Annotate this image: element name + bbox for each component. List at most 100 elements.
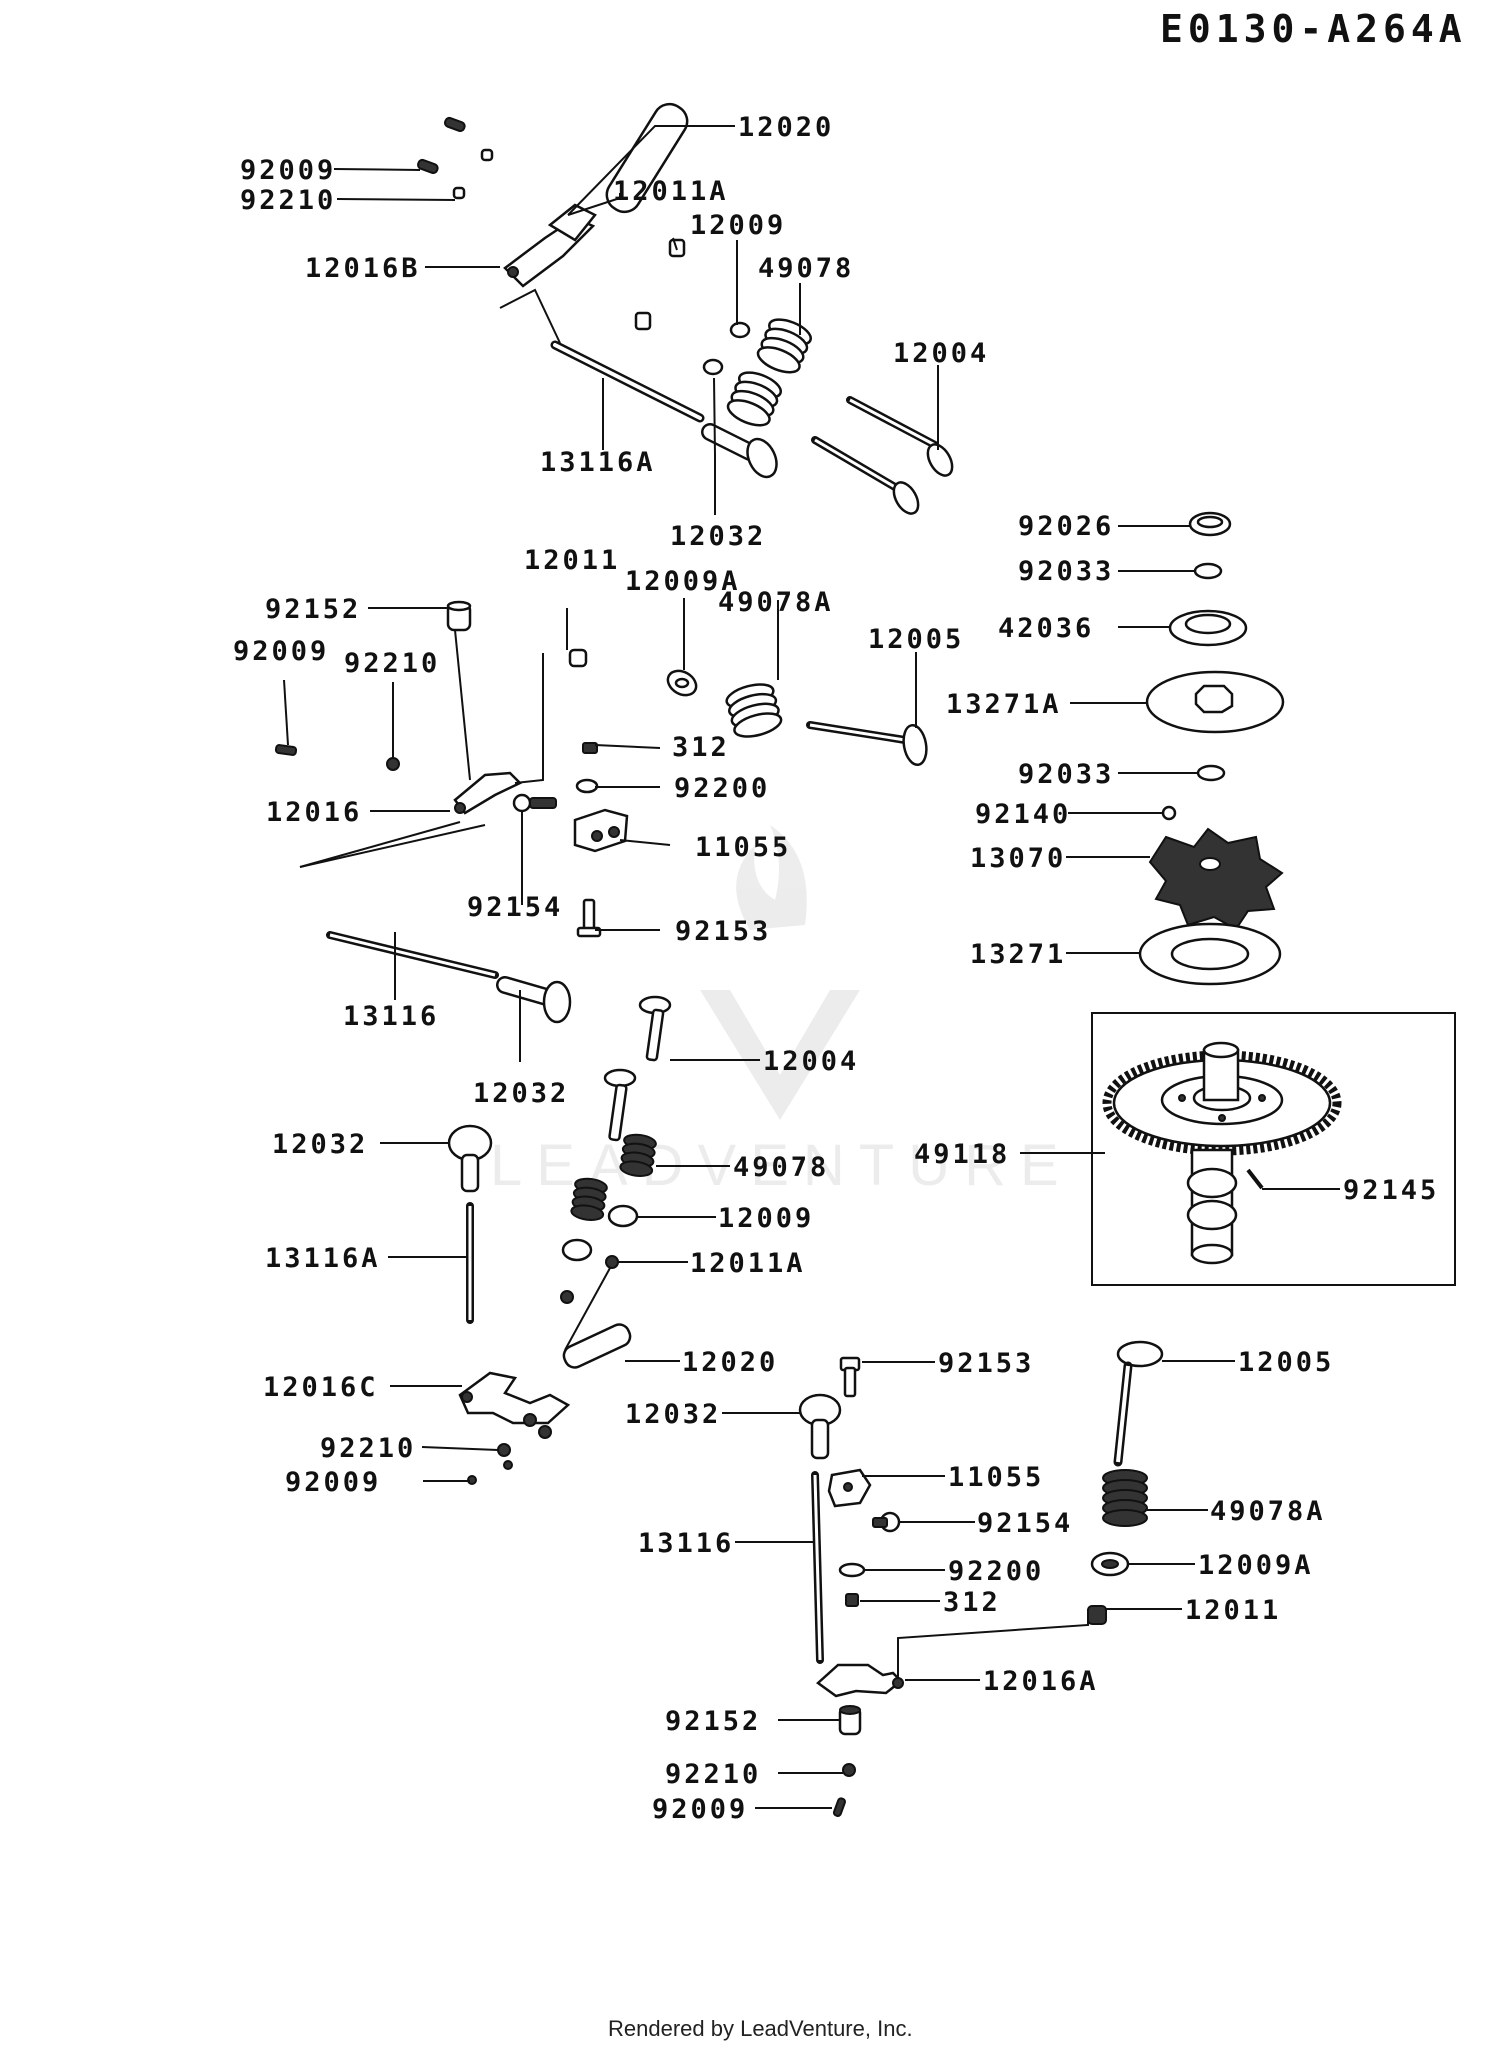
callout-label[interactable]: 13271A [946, 689, 1062, 720]
governor-sleeve[interactable] [1168, 609, 1248, 647]
callout-label[interactable]: 12032 [272, 1129, 368, 1160]
nut-mid[interactable] [568, 648, 599, 794]
callout-label[interactable]: 92009 [240, 155, 336, 186]
callout-label[interactable]: 13116A [265, 1243, 381, 1274]
callout-label[interactable]: 13271 [970, 939, 1066, 970]
oil-seal[interactable] [1188, 511, 1232, 537]
callout-label[interactable]: 12016C [263, 1372, 379, 1403]
callout-label[interactable]: 13116 [343, 1001, 439, 1032]
rocker-bushing-mid[interactable] [446, 600, 472, 632]
callout-label[interactable]: 12011 [524, 545, 620, 576]
bushing-lower-right[interactable] [838, 1705, 862, 1736]
callout-label[interactable]: 12016A [983, 1666, 1099, 1697]
callout-label[interactable]: 12005 [868, 624, 964, 655]
callout-label[interactable]: 12004 [893, 338, 989, 369]
callout-label[interactable]: 92154 [977, 1508, 1073, 1539]
tappet-top[interactable] [701, 423, 782, 482]
callout-label[interactable]: 12011 [1185, 1595, 1281, 1626]
callout-label[interactable]: 92026 [1018, 511, 1114, 542]
spring-mid[interactable] [724, 680, 783, 741]
nut-lower-right[interactable] [845, 1593, 859, 1607]
springs-lower-left[interactable] [570, 1133, 657, 1222]
callout-label[interactable]: 12009A [625, 566, 741, 597]
callout-label[interactable]: 12009 [718, 1203, 814, 1234]
callout-label[interactable]: 92154 [467, 892, 563, 923]
callout-label[interactable]: 12016 [266, 797, 362, 828]
callout-label[interactable]: 49118 [914, 1139, 1010, 1170]
governor-plate[interactable] [1145, 670, 1285, 734]
camshaft-body[interactable] [1186, 1148, 1238, 1265]
rocker-arm-lower-right[interactable] [816, 1663, 904, 1698]
adjuster-screw-mid[interactable] [274, 744, 400, 771]
bracket-bolt-mid[interactable] [576, 898, 602, 938]
callout-label[interactable]: 312 [672, 732, 730, 763]
collets-lower-left[interactable] [560, 1255, 619, 1304]
adjuster-screw-top[interactable] [417, 116, 466, 174]
callout-label[interactable]: 12009A [1198, 1550, 1314, 1581]
springs-top[interactable] [725, 314, 815, 430]
callout-label[interactable]: 92210 [320, 1433, 416, 1464]
callout-label[interactable]: 92009 [652, 1794, 748, 1825]
rocker-arm-top[interactable] [503, 203, 597, 288]
camshaft-gear[interactable] [1102, 1041, 1342, 1156]
rocker-arm-mid[interactable] [453, 771, 523, 815]
callout-label[interactable]: 13116A [540, 447, 656, 478]
callout-label[interactable]: 92033 [1018, 556, 1114, 587]
callout-label[interactable]: 92200 [948, 1556, 1044, 1587]
rocker-arm-lower[interactable] [458, 1371, 571, 1425]
callout-label[interactable]: 92140 [975, 799, 1071, 830]
bolt-lower-right[interactable] [839, 1356, 861, 1398]
pushrod-mid[interactable] [326, 931, 499, 979]
callout-label[interactable]: 92153 [675, 916, 771, 947]
tappet-mid[interactable] [496, 976, 572, 1024]
callout-label[interactable]: 12011A [690, 1248, 806, 1279]
governor-washer[interactable] [1138, 922, 1282, 986]
adjuster-lower[interactable] [467, 1413, 552, 1485]
callout-label[interactable]: 92210 [665, 1759, 761, 1790]
steel-ball[interactable] [1161, 805, 1177, 821]
callout-label[interactable]: 92153 [938, 1348, 1034, 1379]
nut-pair-lower-right[interactable] [832, 1605, 1107, 1817]
callout-label[interactable]: 12020 [738, 112, 834, 143]
valve-mid[interactable] [806, 721, 929, 767]
callout-label[interactable]: 13116 [638, 1528, 734, 1559]
callout-label[interactable]: 49078A [1210, 1496, 1326, 1527]
valves-lower-left[interactable] [603, 995, 672, 1142]
tappet-lower-left[interactable] [447, 1124, 493, 1193]
callout-label[interactable]: 12032 [670, 521, 766, 552]
callout-label[interactable]: 92152 [265, 594, 361, 625]
callout-label[interactable]: 92210 [344, 648, 440, 679]
pivot-bolt-mid[interactable] [512, 793, 557, 813]
pivot-bolt-lower-right[interactable] [872, 1511, 901, 1533]
tappet-lower-right[interactable] [798, 1393, 842, 1460]
pin[interactable] [1246, 1168, 1264, 1190]
callout-label[interactable]: 11055 [695, 832, 791, 863]
callout-label[interactable]: 12011A [613, 176, 729, 207]
retainer-mid[interactable] [664, 666, 701, 700]
callout-label[interactable]: 12020 [682, 1347, 778, 1378]
circlip-lower[interactable] [1196, 764, 1226, 782]
callout-label[interactable]: 13070 [970, 843, 1066, 874]
pushrod-lower-right[interactable] [811, 1471, 824, 1664]
spring-lower-right[interactable] [1102, 1469, 1148, 1527]
valves-top[interactable] [811, 396, 957, 518]
callout-label[interactable]: 92009 [233, 636, 329, 667]
callout-label[interactable]: 312 [943, 1587, 1001, 1618]
callout-label[interactable]: 92033 [1018, 759, 1114, 790]
callout-label[interactable]: 12032 [473, 1078, 569, 1109]
retainer-lower-right[interactable] [1090, 1551, 1130, 1577]
governor-weight-holder[interactable] [1148, 827, 1284, 931]
retainers-lower-left[interactable] [561, 1204, 639, 1262]
callout-label[interactable]: 12004 [763, 1046, 859, 1077]
callout-label[interactable]: 92009 [285, 1467, 381, 1498]
callout-label[interactable]: 12016B [305, 253, 421, 284]
callout-label[interactable]: 12032 [625, 1399, 721, 1430]
callout-label[interactable]: 92200 [674, 773, 770, 804]
callout-label[interactable]: 49078 [758, 253, 854, 284]
callout-label[interactable]: 92210 [240, 185, 336, 216]
callout-label[interactable]: 11055 [948, 1462, 1044, 1493]
callout-label[interactable]: 49078 [733, 1152, 829, 1183]
callout-label[interactable]: 49078A [718, 587, 834, 618]
rocker-shaft-lower[interactable] [561, 1321, 634, 1371]
callout-label[interactable]: 92152 [665, 1706, 761, 1737]
